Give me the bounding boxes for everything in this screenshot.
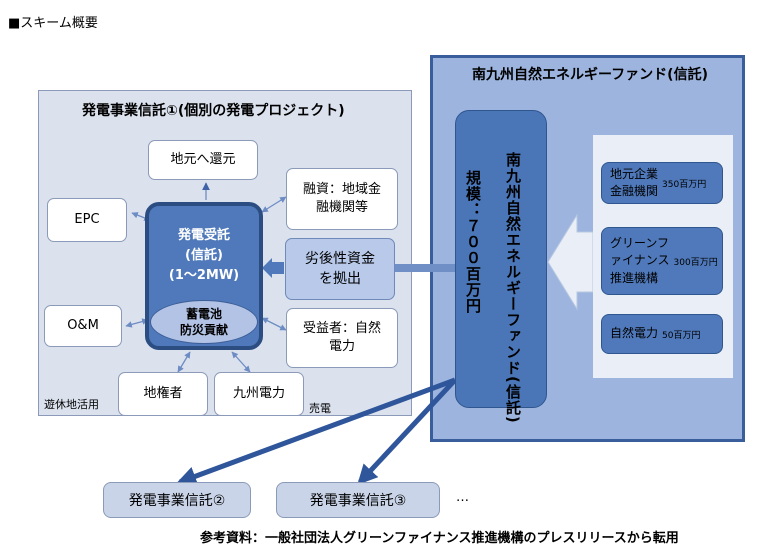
- center-label: 発電受託 (信託) (1～2MW): [145, 226, 263, 286]
- fund-scale-vertical: 規模：７００百万円: [464, 170, 482, 314]
- power-trust-title: 発電事業信託①(個別の発電プロジェクト): [82, 103, 345, 119]
- center-line2: (信託): [185, 248, 223, 264]
- beneficiary-box: 受益者：自然電力: [286, 308, 398, 368]
- investor-amount: 50百万円: [662, 330, 701, 341]
- battery-line2: 防災貢献: [179, 323, 228, 337]
- power-trust-2: 発電事業信託②: [103, 482, 251, 518]
- fund-pill: [455, 110, 547, 408]
- investor-name: 地元企業 金融機関: [610, 166, 659, 198]
- loan-box: 融資：地域金融機関等: [286, 168, 398, 230]
- power-trust-3: 発電事業信託③: [276, 482, 440, 518]
- idle-land-label: 遊休地活用: [44, 398, 99, 411]
- investor-local-banks: 地元企業 金融機関 350百万円: [601, 162, 723, 204]
- center-line3: (1～2MW): [168, 268, 240, 284]
- landowner-box: 地権者: [118, 372, 208, 416]
- battery-line1: 蓄電池: [185, 306, 222, 321]
- fund-name-vertical: 南九州自然エネルギーファンド(信託): [504, 152, 522, 424]
- investor-amount: 350百万円: [662, 179, 707, 190]
- investor-green-finance: グリーンフ ァイナンス 推進機構 300百万円: [601, 227, 723, 295]
- investor-name: 自然電力: [610, 326, 659, 341]
- om-box: O&M: [44, 305, 122, 347]
- return-local-box: 地元へ還元: [148, 140, 258, 180]
- subordinated-funding-box: 劣後性資金を拠出: [285, 238, 395, 300]
- sell-power-label: 売電: [309, 402, 331, 415]
- kyushu-power-box: 九州電力: [214, 372, 304, 416]
- fund-panel-title: 南九州自然エネルギーファンド(信託): [472, 67, 708, 83]
- center-line1: 発電受託: [177, 228, 230, 243]
- epc-box: EPC: [47, 198, 127, 242]
- source-footer: 参考資料：一般社団法人グリーンファイナンス推進機構のプレスリリースから転用: [200, 531, 679, 546]
- investor-name: グリーンフ ァイナンス 推進機構: [610, 235, 670, 285]
- investor-amount: 300百万円: [673, 257, 718, 268]
- battery-ellipse: 蓄電池 防災貢献: [150, 300, 258, 344]
- investor-shizen-energy: 自然電力 50百万円: [601, 314, 723, 354]
- more-ellipsis: …: [456, 490, 469, 505]
- scheme-heading: ■スキーム概要: [8, 16, 98, 31]
